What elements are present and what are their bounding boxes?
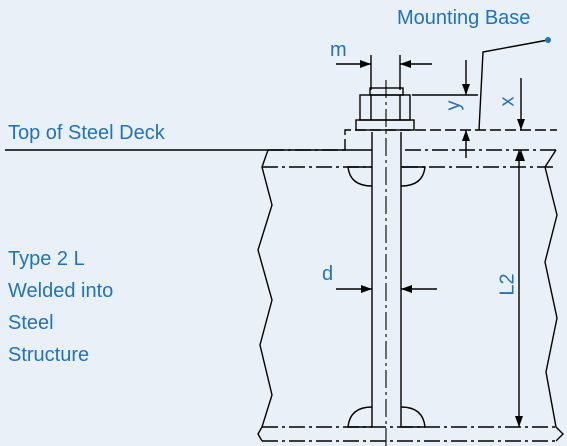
weld-bottom-left — [347, 406, 373, 428]
arrow-d-left — [361, 285, 372, 293]
arrow-l2-bottom — [515, 416, 523, 427]
arrow-d-right — [401, 285, 412, 293]
mounting-base-label: Mounting Base — [397, 7, 531, 29]
nut — [359, 94, 411, 121]
dim-y-label: y — [442, 100, 465, 111]
dim-x-label: x — [496, 96, 519, 107]
weld-bottom-right — [400, 406, 426, 428]
arrow-m-right — [400, 60, 411, 68]
arrow-y-top — [462, 84, 470, 95]
arrow-l2-top — [515, 150, 523, 161]
type-label-line-1: Type 2 L — [8, 248, 85, 270]
dim-m-label: m — [330, 39, 347, 61]
dim-d-label: d — [322, 263, 334, 285]
structure-break-line-right — [544, 149, 564, 442]
washer — [355, 119, 415, 131]
stud-thread-top — [369, 87, 404, 96]
arrow-y-bottom — [462, 130, 470, 141]
mounting-base-leader — [478, 39, 549, 131]
weld-top-right — [400, 166, 426, 187]
type-label-line-2: Welded into — [8, 280, 114, 302]
top-of-steel-deck-label: Top of Steel Deck — [8, 122, 165, 144]
mounting-base-leader-dot — [545, 37, 551, 43]
arrow-x-top — [517, 119, 525, 130]
dim-l2-label: L2 — [496, 273, 519, 296]
type-label-line-3: Steel — [8, 312, 54, 334]
weld-top-left — [347, 166, 373, 187]
arrow-m-left — [360, 60, 371, 68]
type-label-line-4: Structure — [8, 344, 90, 366]
structure-break-line-left — [257, 149, 273, 442]
mounting-base-outline — [344, 129, 557, 150]
